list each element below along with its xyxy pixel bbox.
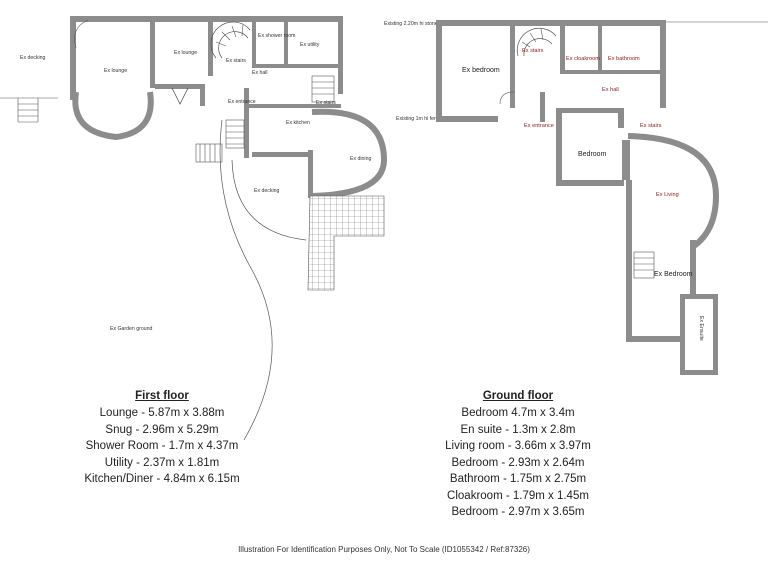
g-wall-living-left — [626, 180, 632, 340]
ground-floor-plan — [436, 20, 768, 375]
label-ex-bedroom-ground: Ex bedroom — [462, 67, 500, 74]
g-wall-ensuite-top — [680, 294, 718, 299]
ground-floor-room: Cloakroom - 1.79m x 1.45m — [447, 489, 589, 502]
ground-floor-room: Bathroom - 1.75m x 2.75m — [449, 473, 587, 485]
lounge-bay-wall — [72, 91, 154, 141]
g-wall-bedroom-right-top — [618, 108, 624, 128]
wall-top — [70, 16, 342, 22]
ground-floor-title: Ground floor — [482, 390, 554, 402]
label-ex-living: Ex Living — [656, 192, 679, 198]
first-floor-room: Lounge - 5.87m x 3.88m — [99, 407, 225, 419]
hall-stairs — [311, 75, 335, 103]
entrance-stairs — [225, 119, 245, 149]
label-ex-bathroom: Ex bathroom — [608, 56, 640, 62]
wall-shower-utility — [284, 16, 288, 68]
ground-floor-room: En suite - 1.3m x 2.8m — [460, 423, 576, 436]
wall-dining-left — [308, 150, 313, 198]
wall-snug-bottom — [155, 84, 205, 89]
g-wall-ensuite-left — [680, 294, 685, 374]
decking-steps — [17, 98, 39, 123]
label-ex-stairs-first-lower: Ex stairs — [316, 100, 336, 106]
g-wall-bath-bottom — [565, 70, 660, 74]
ground-stairs-lower — [633, 251, 655, 279]
door-swing — [74, 19, 89, 49]
g-wall-entrance — [540, 92, 545, 122]
g-wall-bedroom-right — [510, 26, 515, 108]
wall-kitchen-top — [249, 104, 341, 108]
g-wall-left — [436, 20, 442, 122]
ground-floor-schedule: Ground floor Bedroom 4.7m x 3.4m En suit… — [418, 390, 618, 521]
label-ex-kitchen: Ex kitchen — [286, 120, 310, 126]
label-ex-shower-room: Ex shower room — [258, 33, 295, 39]
first-floor-plan — [0, 16, 388, 441]
outside-steps — [195, 143, 223, 163]
label-ex-bedroom-lower: Ex Bedroom — [654, 271, 693, 278]
wall-lounge-snug — [150, 16, 155, 88]
ground-floor-room: Bedroom - 2.97m x 3.65m — [451, 506, 585, 518]
wall-left — [70, 16, 76, 100]
label-ex-utility: Ex utility — [300, 42, 320, 48]
label-ex-stairs-ground-lower: Ex stairs — [640, 123, 662, 129]
g-wall-bedroom-right — [690, 240, 696, 296]
label-ex-garden-ground: Ex Garden ground — [110, 326, 153, 332]
first-floor-schedule: First floor Lounge - 5.87m x 3.88m Snug … — [62, 390, 262, 488]
label-stone-wall: Existing 2.20m hi stone wall — [384, 21, 448, 27]
label-ex-hall-first: Ex hall — [252, 70, 268, 76]
first-floor-room: Kitchen/Diner - 4.84m x 6.15m — [84, 473, 240, 485]
label-ex-ensuite: Ex Ensuite — [698, 316, 704, 341]
g-wall-bedroom-left — [556, 108, 562, 186]
snug-window — [171, 87, 189, 105]
ground-floor-room: Bedroom 4.7m x 3.4m — [461, 407, 575, 419]
label-ex-lounge-big: Ex lounge — [104, 68, 127, 74]
wall-utility-bottom — [256, 64, 338, 68]
label-ex-dining: Ex dining — [350, 156, 371, 162]
label-bedroom-ground: Bedroom — [578, 151, 607, 158]
first-floor-room: Shower Room - 1.7m x 4.37m — [85, 440, 239, 452]
ground-floor-room: Living room - 3.66m x 3.97m — [445, 440, 591, 452]
label-ex-stairs-first: Ex stairs — [226, 58, 246, 64]
first-floor-room: Snug - 2.96m x 5.29m — [105, 423, 219, 436]
g-wall-ensuite-bottom — [680, 370, 718, 375]
wall-hall-left — [200, 84, 205, 106]
g-wall-bedroom-top — [556, 108, 618, 113]
g-wall-top — [436, 20, 666, 26]
wall-right — [338, 16, 343, 94]
g-door-swing — [499, 91, 515, 105]
g-wall-cloak-bath — [598, 26, 602, 74]
paving-area — [307, 195, 385, 291]
ground-floor-room: Bedroom - 2.93m x 2.64m — [451, 456, 585, 469]
label-ex-cloakroom: Ex cloakroom — [566, 56, 600, 62]
label-ex-decking-mid: Ex decking — [254, 188, 279, 194]
wall-kitchen-left — [244, 88, 249, 158]
label-ex-entrance-ground: Ex entrance — [524, 123, 554, 129]
g-wall-ensuite-right — [713, 294, 718, 374]
label-ex-hall-ground: Ex hall — [602, 87, 619, 93]
garden-path-curve — [219, 119, 273, 441]
label-ex-lounge-small: Ex lounge — [174, 50, 197, 56]
g-living-curved-wall — [627, 133, 720, 249]
g-wall-cloak-left — [560, 26, 565, 74]
dining-curved-wall — [311, 108, 388, 199]
label-ex-stairs-ground: Ex stairs — [522, 48, 544, 54]
g-wall-bottom-left — [436, 116, 498, 122]
spiral-stair-first — [210, 21, 251, 59]
wall-stairs-shower — [252, 16, 256, 68]
label-ex-entrance-first: Ex entrance — [228, 99, 256, 105]
label-ex-decking-left: Ex decking — [20, 55, 45, 61]
g-wall-bedroom-right-bottom — [622, 140, 630, 180]
decking-curve — [231, 159, 307, 241]
wall-snug-stairs — [208, 16, 213, 76]
first-floor-title: First floor — [135, 390, 189, 402]
first-floor-room: Utility - 2.37m x 1.81m — [104, 456, 220, 469]
g-wall-bedroom-bottom — [556, 180, 624, 186]
wall-kitchen-bottom — [252, 152, 312, 157]
g-wall-bedroom-bottom-lower — [626, 336, 682, 342]
disclaimer-footer: Illustration For Identification Purposes… — [238, 545, 530, 554]
spiral-stair-ground — [516, 27, 557, 57]
g-wall-right-upper — [660, 26, 666, 108]
